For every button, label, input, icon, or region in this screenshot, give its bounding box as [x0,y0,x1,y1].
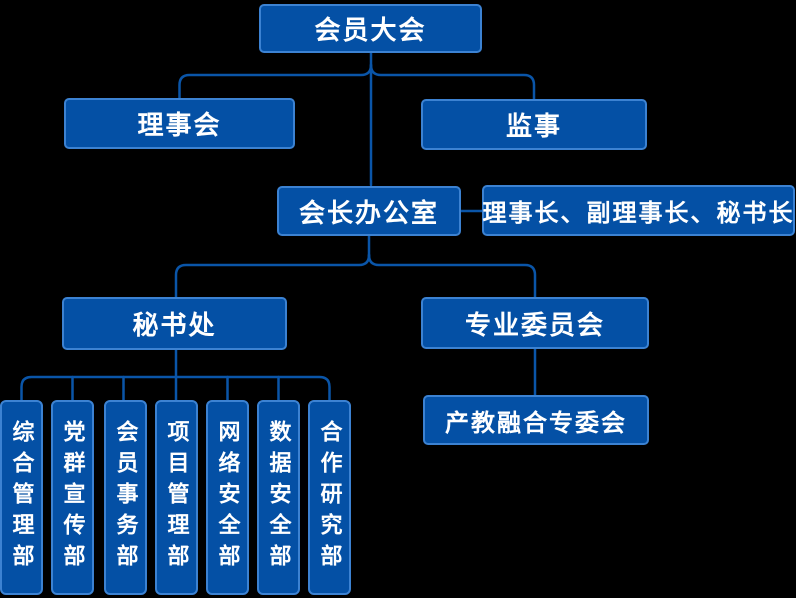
node-council-label: 理事会 [137,110,222,140]
node-office-members: 理事长、副理事长、秘书长 [482,185,795,236]
node-council: 理事会 [64,98,295,149]
node-members-assembly: 会员大会 [259,4,482,53]
node-members-assembly-label: 会员大会 [314,15,427,45]
dept-label: 综合管理部 [9,420,35,575]
dept-label: 党群宣传部 [60,420,86,575]
node-dept-project-management: 项目管理部 [155,400,198,595]
node-secretariat: 秘书处 [62,297,287,350]
node-supervisor-label: 监事 [505,111,562,141]
dept-label: 会员事务部 [113,420,139,575]
node-dept-general-management: 综合管理部 [0,400,43,595]
node-special-committee: 产教融合专委会 [423,395,649,445]
node-dept-member-affairs: 会员事务部 [104,400,147,595]
node-supervisor: 监事 [421,99,647,150]
node-dept-cooperative-research: 合作研究部 [308,400,351,595]
node-president-office: 会长办公室 [277,186,461,236]
node-dept-party-publicity: 党群宣传部 [51,400,94,595]
node-secretariat-label: 秘书处 [132,310,217,340]
node-president-office-label: 会长办公室 [298,197,439,228]
dept-label: 合作研究部 [317,420,343,575]
dept-label: 数据安全部 [266,420,292,575]
node-dept-data-security: 数据安全部 [257,400,300,595]
dept-label: 网络安全部 [215,420,241,575]
node-professional-committee-label: 专业委员会 [464,309,605,340]
node-office-members-label: 理事长、副理事长、秘书长 [482,200,795,227]
node-dept-network-security: 网络安全部 [206,400,249,595]
dept-label: 项目管理部 [164,420,190,575]
node-professional-committee: 专业委员会 [421,297,649,349]
node-special-committee-label: 产教融合专委会 [445,409,627,437]
